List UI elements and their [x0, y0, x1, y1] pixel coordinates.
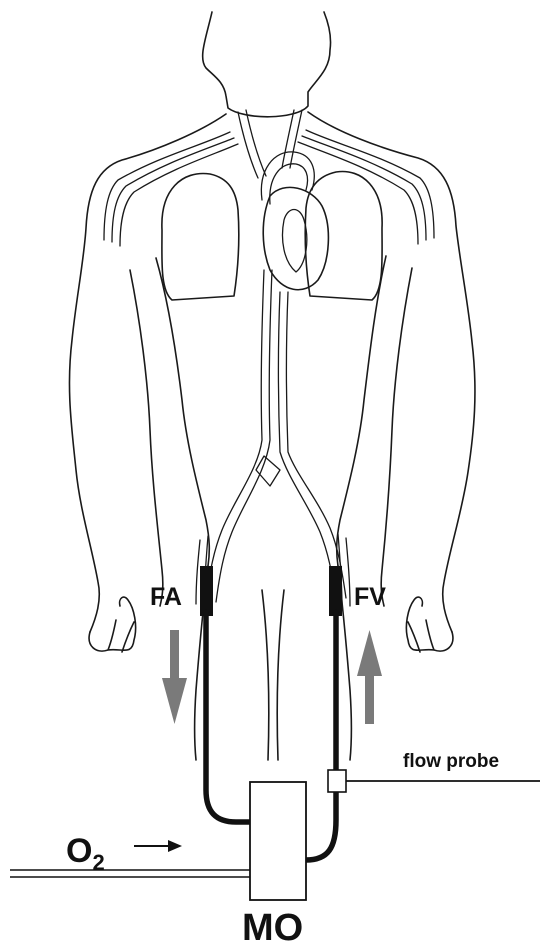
fa-cannula-sleeve: [200, 566, 213, 616]
o2-subscript: 2: [92, 850, 104, 875]
arrow-up-icon: [357, 630, 382, 724]
o2-main: O: [66, 832, 92, 870]
fv-cannula-sleeve: [329, 566, 342, 616]
fa-label: FA: [150, 583, 182, 611]
venous-line: [302, 612, 336, 860]
right-arm-inner: [381, 268, 412, 606]
mo-label: MO: [242, 907, 303, 947]
o2-label: O2: [66, 832, 105, 875]
heart: [261, 152, 328, 290]
aortic-arch: [261, 152, 314, 200]
arterial-line: [206, 612, 252, 822]
left-arm-inner: [130, 270, 163, 606]
membrane-oxygenator: [250, 782, 306, 900]
right-hand: [406, 597, 453, 652]
left-hand: [89, 597, 136, 652]
arrow-right-icon: [134, 840, 182, 852]
heart-outline: [263, 187, 328, 289]
flow-probe-label: flow probe: [403, 751, 499, 772]
body-outline: [69, 12, 475, 760]
right-arm-outer: [308, 112, 475, 632]
fv-label: FV: [354, 583, 386, 611]
arrow-down-icon: [162, 630, 187, 724]
left-arm-outer: [69, 114, 226, 632]
head: [203, 12, 331, 117]
left-lung: [162, 173, 239, 300]
crotch: [262, 590, 284, 760]
upper-vessels: [104, 110, 434, 246]
right-torso-side: [337, 256, 386, 566]
heart-chamber: [283, 210, 307, 273]
aortic-arch-inner: [270, 164, 308, 204]
descending-vessels: [196, 270, 350, 608]
left-torso-side: [156, 258, 209, 566]
flow-probe-box: [328, 770, 346, 792]
